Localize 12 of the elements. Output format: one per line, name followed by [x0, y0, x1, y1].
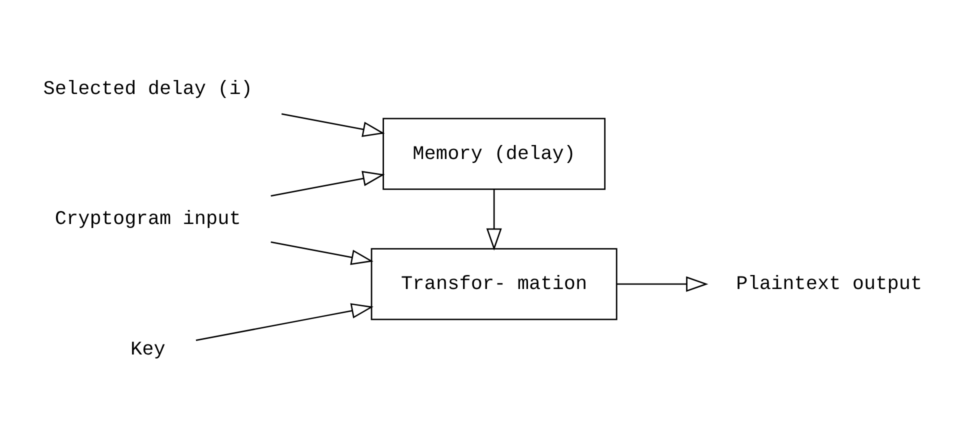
node-text: Cryptogram input — [54, 208, 241, 230]
arrow — [196, 302, 374, 340]
node-box: Memory (delay) — [382, 117, 606, 190]
arrow — [270, 240, 374, 264]
node-box: Transfor- mation — [370, 248, 618, 320]
node-text: Selected delay (i) — [43, 77, 253, 100]
arrow — [616, 276, 708, 292]
node-text: Key — [130, 338, 166, 360]
arrow — [486, 188, 502, 250]
arrow — [281, 112, 385, 136]
node-text: Plaintext output — [736, 272, 922, 295]
arrow — [270, 170, 385, 196]
